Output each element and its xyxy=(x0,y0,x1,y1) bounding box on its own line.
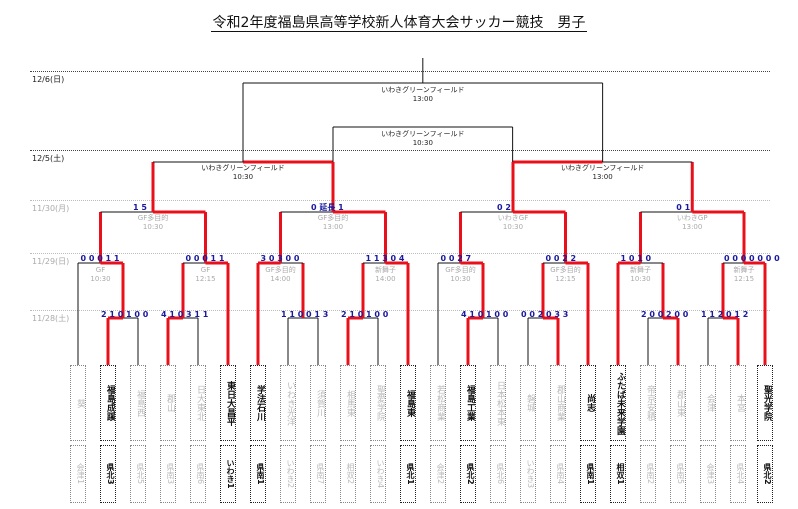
team-region: 県北1 xyxy=(400,445,416,503)
date-divider xyxy=(30,71,770,72)
date-r1: 11/28(土) xyxy=(32,314,70,323)
team-region: 会津2 xyxy=(430,445,446,503)
team-name: いわき光洋 xyxy=(280,365,296,441)
date-divider xyxy=(30,200,770,201)
team-name: 会津 xyxy=(700,365,716,441)
score-r1_6: 0 0 2 0 3 3 xyxy=(521,310,569,319)
team-name: 磐城 xyxy=(520,365,536,441)
team-name: 尚志 xyxy=(580,365,596,441)
score-qf4: 0 1 xyxy=(676,203,691,212)
date-semis: 12/5(土) xyxy=(32,154,65,163)
team-region: 会津1 xyxy=(70,445,86,503)
team-region: 相双2 xyxy=(340,445,356,503)
team-region: 県北6 xyxy=(490,445,506,503)
date-qf: 11/30(月) xyxy=(32,204,70,213)
team-name: 聖光学院 xyxy=(757,365,773,441)
team-region: 県南5 xyxy=(670,445,686,503)
team-region: いわき1 xyxy=(220,445,236,503)
team-name: 福島工業 xyxy=(460,365,476,441)
score-r2_6: 0 0 2 2 xyxy=(545,254,577,263)
score-r1_2: 4 1 0 3 1 1 xyxy=(161,310,209,319)
score-r1_7: 2 0 0 2 0 0 xyxy=(641,310,689,319)
date-r2: 11/29(日) xyxy=(32,257,70,266)
team-name: 郡山 xyxy=(160,365,176,441)
team-name: 若松商業 xyxy=(430,365,446,441)
team-name: 福島成蹊 xyxy=(100,365,116,441)
team-region: 相双1 xyxy=(610,445,626,503)
team-name: 日大東北 xyxy=(190,365,206,441)
score-r2_4: 1 1 3 0 4 xyxy=(365,254,405,263)
team-name: 郡山商業 xyxy=(550,365,566,441)
team-region: 県南1 xyxy=(580,445,596,503)
team-name: 須賀川 xyxy=(310,365,326,441)
team-region: いわき2 xyxy=(280,445,296,503)
team-name: ふたば未来学園 xyxy=(610,365,626,441)
score-r2_3: 3 0 3 0 0 xyxy=(260,254,300,263)
team-name: 葵 xyxy=(70,365,86,441)
team-name: 帝京安積 xyxy=(640,365,656,441)
team-region: 県南6 xyxy=(190,445,206,503)
score-r2_7: 1 0 1 0 xyxy=(620,254,652,263)
score-r1_5: 4 1 0 1 0 0 xyxy=(461,310,509,319)
score-r1_1: 2 1 0 1 0 0 xyxy=(101,310,149,319)
team-region: 県南2 xyxy=(640,445,656,503)
date-divider xyxy=(30,150,770,151)
team-name: 聖愛学院 xyxy=(370,365,386,441)
team-name: 学法石川 xyxy=(250,365,266,441)
score-qf3: 0 2 xyxy=(497,203,511,212)
team-region: 会津3 xyxy=(700,445,716,503)
team-name: 郡山東 xyxy=(670,365,686,441)
score-qf2: 0 延長 1 xyxy=(311,203,344,212)
team-name: 東日大昌平 xyxy=(220,365,236,441)
team-name: 本宮 xyxy=(730,365,746,441)
team-region: 県北2 xyxy=(757,445,773,503)
team-region: 県南1 xyxy=(250,445,266,503)
page-title: 令和2年度福島県高等学校新人体育大会サッカー競技 男子 xyxy=(210,15,588,32)
team-region: 県北4 xyxy=(730,445,746,503)
score-r1_4: 2 1 0 1 0 0 xyxy=(341,310,389,319)
team-name: 福島東 xyxy=(400,365,416,441)
score-r2_2: 0 0 0 1 1 xyxy=(185,254,225,263)
date-final: 12/6(日) xyxy=(32,75,65,84)
team-region: 県北3 xyxy=(100,445,116,503)
team-name: 相馬東 xyxy=(340,365,356,441)
team-region: いわき4 xyxy=(370,445,386,503)
score-r1_8: 1 1 2 0 1 2 xyxy=(701,310,749,319)
team-region: 県南3 xyxy=(160,445,176,503)
score-r2_1: 0 0 0 1 1 xyxy=(80,254,120,263)
team-name: 福島西 xyxy=(130,365,146,441)
team-region: いわき3 xyxy=(520,445,536,503)
score-r2_5: 0 0 2 7 xyxy=(440,254,472,263)
team-region: 県北2 xyxy=(460,445,476,503)
team-region: 県南4 xyxy=(550,445,566,503)
team-region: 県北5 xyxy=(130,445,146,503)
team-region: 県南7 xyxy=(310,445,326,503)
score-qf1: 1 5 xyxy=(133,203,147,212)
score-r2_8: 0 0 0 0 0 0 0 xyxy=(724,254,780,263)
date-divider xyxy=(30,253,770,254)
team-name: 日本松本東 xyxy=(490,365,506,441)
date-divider xyxy=(30,310,770,311)
score-r1_3: 1 1 0 0 1 3 xyxy=(281,310,329,319)
